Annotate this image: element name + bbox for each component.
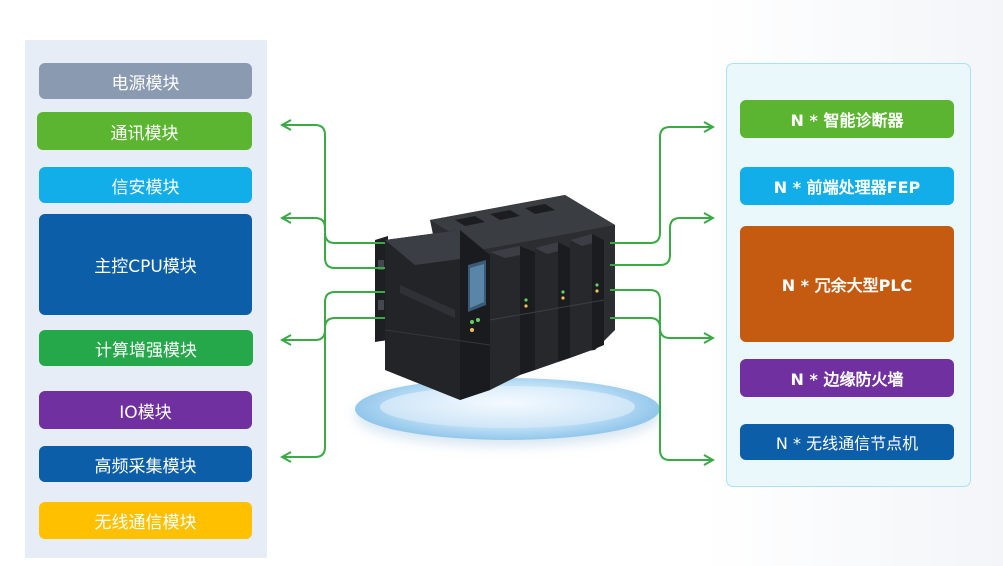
arrow-to-communication xyxy=(282,125,385,244)
module-io: IO模块 xyxy=(39,391,252,429)
node-intelligent-diagnoser: N * 智能诊断器 xyxy=(740,100,954,138)
module-wireless-comm: 无线通信模块 xyxy=(39,502,252,539)
plc-rack-device-icon xyxy=(375,195,615,400)
arrow-to-plc xyxy=(610,289,713,338)
module-power: 电源模块 xyxy=(39,63,252,99)
module-security: 信安模块 xyxy=(39,167,252,203)
node-edge-firewall: N * 边缘防火墙 xyxy=(740,359,954,397)
node-wireless-comm-node: N * 无线通信节点机 xyxy=(740,424,954,460)
module-communication: 通讯模块 xyxy=(37,112,252,150)
node-front-end-processor: N * 前端处理器FEP xyxy=(740,167,954,205)
device-platform-top xyxy=(380,386,635,428)
module-main-cpu: 主控CPU模块 xyxy=(39,214,252,315)
module-compute-enhance: 计算增强模块 xyxy=(39,330,253,366)
arrow-to-main-cpu xyxy=(282,218,385,269)
arrow-to-diagnoser xyxy=(610,127,713,244)
module-high-freq-acquisition: 高频采集模块 xyxy=(39,446,252,482)
arrow-to-high-freq xyxy=(282,317,385,457)
arrow-to-fep xyxy=(610,218,713,266)
arrow-to-wireless-node xyxy=(610,317,713,460)
arrow-to-compute xyxy=(282,291,385,340)
node-redundant-plc: N * 冗余大型PLC xyxy=(740,226,954,342)
